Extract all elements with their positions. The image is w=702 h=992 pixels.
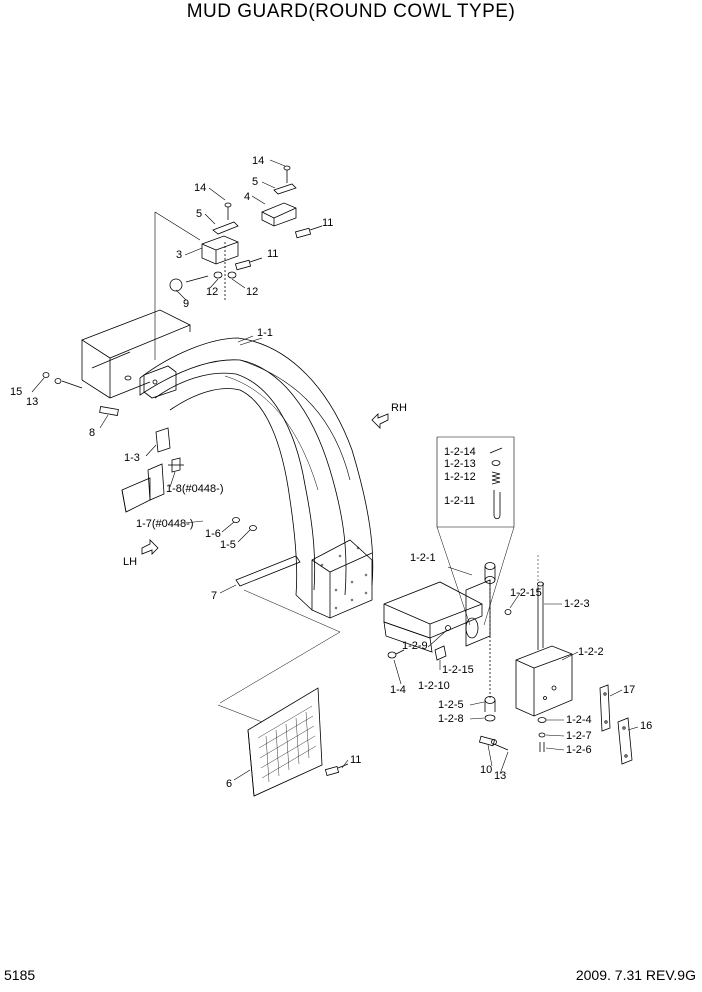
label-part-5: 5 [252, 176, 259, 188]
mud-flap-6 [217, 631, 349, 797]
plate-17 [599, 684, 611, 732]
label-part-12: 12 [206, 286, 219, 298]
label-part-7: 7 [211, 590, 218, 602]
label-part-1-2-2: 1-2-2 [578, 646, 604, 658]
label-part-1-5: 1-5 [220, 539, 236, 551]
label-part-1-2-10: 1-2-10 [418, 680, 450, 692]
label-part-1-2-15: 1-2-15 [510, 587, 542, 599]
label-part-1-2-13: 1-2-13 [444, 458, 476, 470]
label-part-1-2-5: 1-2-5 [438, 699, 464, 711]
label-part-14: 14 [252, 155, 265, 167]
label-part-1-6: 1-6 [205, 528, 221, 540]
label-part-11: 11 [267, 248, 279, 260]
upper-bracket-3 [169, 202, 263, 300]
pin-1-2-3 [484, 555, 544, 722]
lh-arrow-icon [141, 539, 159, 555]
label-part-3: 3 [176, 249, 183, 261]
label-part-11: 11 [322, 217, 334, 229]
label-part-1-2-6: 1-2-6 [566, 744, 592, 756]
label-part-1-8: 1-8(#0448-) [166, 483, 224, 495]
label-part-1-2-1: 1-2-1 [410, 552, 436, 564]
strip-7 [235, 555, 341, 633]
label-part-4: 4 [244, 191, 251, 203]
label-part-1-3: 1-3 [124, 452, 140, 464]
label-part-8: 8 [89, 427, 96, 439]
mud-fender [139, 337, 374, 619]
bolt-10 [478, 735, 509, 751]
page-title: MUD GUARD(ROUND COWL TYPE) [186, 1, 516, 22]
label-part-6: 6 [226, 778, 233, 790]
label-part-1-4: 1-4 [390, 684, 406, 696]
label-part-1-2-7: 1-2-7 [566, 730, 592, 742]
label-part-14: 14 [194, 182, 207, 194]
rh-arrow-icon [371, 413, 389, 429]
label-part-15: 15 [10, 386, 23, 398]
label-part-13: 13 [494, 770, 507, 782]
revision-date: 2009. 7.31 REV.9G [575, 967, 696, 983]
label-part-10: 10 [480, 764, 493, 776]
label-part-1-2-3: 1-2-3 [564, 598, 590, 610]
label-part-1-2-14: 1-2-14 [444, 446, 476, 458]
label-part-1-2-11: 1-2-11 [444, 495, 475, 507]
label-direction-lh: LH [123, 556, 138, 568]
pin-detail-box [436, 436, 515, 626]
label-part-5: 5 [196, 208, 203, 220]
label-part-1-2-4: 1-2-4 [566, 714, 592, 726]
label-part-16: 16 [640, 720, 653, 732]
label-part-17: 17 [623, 684, 636, 696]
label-part-1-2-15: 1-2-15 [442, 664, 474, 676]
plate-16 [617, 717, 633, 765]
label-part-9: 9 [183, 298, 190, 310]
hinge-plate-1-2-2 [515, 645, 573, 752]
upper-bracket-4 [261, 165, 323, 239]
label-part-1-2-9: 1-2-9 [402, 640, 428, 652]
label-part-11: 11 [350, 754, 362, 766]
page-number: 5185 [4, 967, 36, 983]
label-part-1-2-8: 1-2-8 [438, 713, 464, 725]
label-part-12: 12 [246, 286, 259, 298]
label-part-1-2-12: 1-2-12 [444, 471, 476, 483]
bracket-1-7 [121, 457, 257, 531]
label-part-13: 13 [26, 396, 39, 408]
label-direction-rh: RH [391, 402, 407, 414]
label-part-1-7: 1-7(#0448-) [136, 518, 194, 530]
cowl-step [42, 309, 191, 416]
label-part-1-1: 1-1 [257, 327, 273, 339]
